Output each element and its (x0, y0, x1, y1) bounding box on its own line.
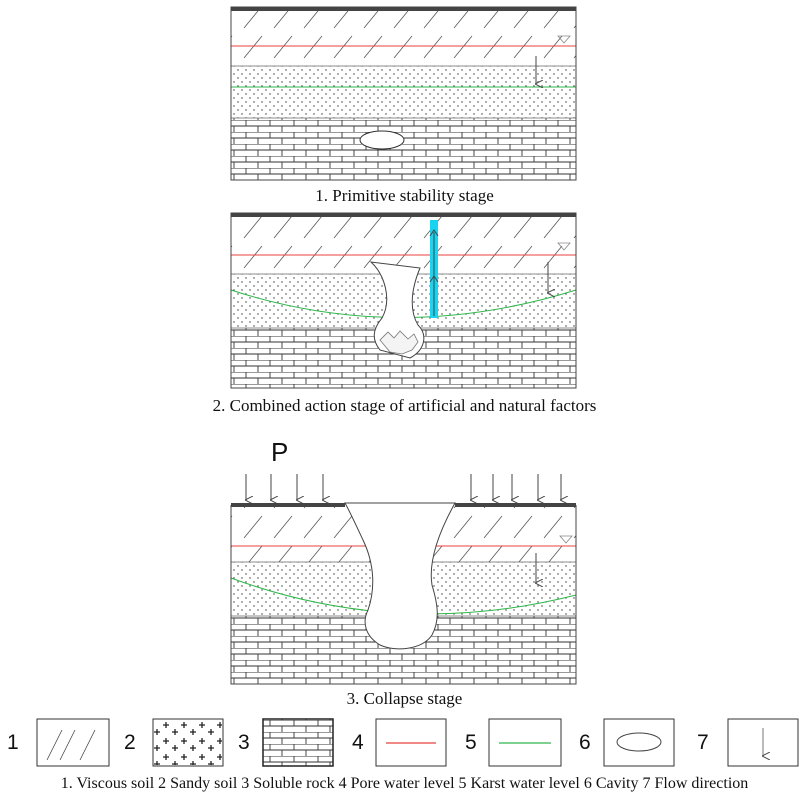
stage-1-section (230, 6, 577, 181)
collapse-pit (344, 502, 456, 650)
stage-2-section (230, 212, 577, 389)
load-arrows-left (246, 474, 323, 500)
legend-swatch-sandy-soil (152, 718, 224, 767)
viscous-soil-layer (231, 217, 576, 274)
legend-number-4: 4 (352, 731, 364, 754)
stage-1-caption: 1. Primitive stability stage (315, 186, 494, 205)
cavity (359, 130, 405, 150)
legend-swatch-cavity (603, 718, 675, 767)
soluble-rock-layer (231, 118, 576, 180)
stage-3-caption: 3. Collapse stage (346, 689, 463, 708)
legend-swatch-karst-water (488, 718, 562, 767)
soil-arch-void (369, 261, 425, 359)
load-arrows-right (471, 474, 561, 500)
surface-pavement-left (231, 503, 345, 507)
legend-swatch-pore-water (375, 718, 447, 767)
legend-number-5: 5 (465, 731, 477, 754)
surface-pavement (231, 213, 576, 217)
legend-caption: 1. Viscous soil 2 Sandy soil 3 Soluble r… (60, 775, 749, 792)
water-level-icon (559, 535, 573, 544)
cavity-rubble (379, 330, 419, 355)
legend-number-3: 3 (238, 731, 250, 754)
surface-pavement (231, 7, 576, 11)
load-label: P (271, 437, 289, 467)
legend-number-7: 7 (697, 731, 709, 754)
legend-swatch-viscous-soil (36, 718, 110, 767)
water-level-icon (557, 242, 571, 251)
stage-3-section (230, 474, 577, 685)
stage-2-caption: 2. Combined action stage of artificial a… (212, 396, 597, 415)
sandy-soil-layer (231, 66, 576, 118)
viscous-soil-layer (231, 11, 576, 66)
water-level-icon (557, 35, 571, 44)
legend-number-2: 2 (124, 731, 136, 754)
legend-swatch-flow-direction (727, 718, 799, 767)
legend (36, 718, 799, 767)
legend-swatch-soluble-rock (262, 718, 334, 767)
legend-number-1: 1 (7, 731, 19, 754)
surface-pavement-right (455, 503, 576, 507)
legend-number-6: 6 (579, 731, 591, 754)
